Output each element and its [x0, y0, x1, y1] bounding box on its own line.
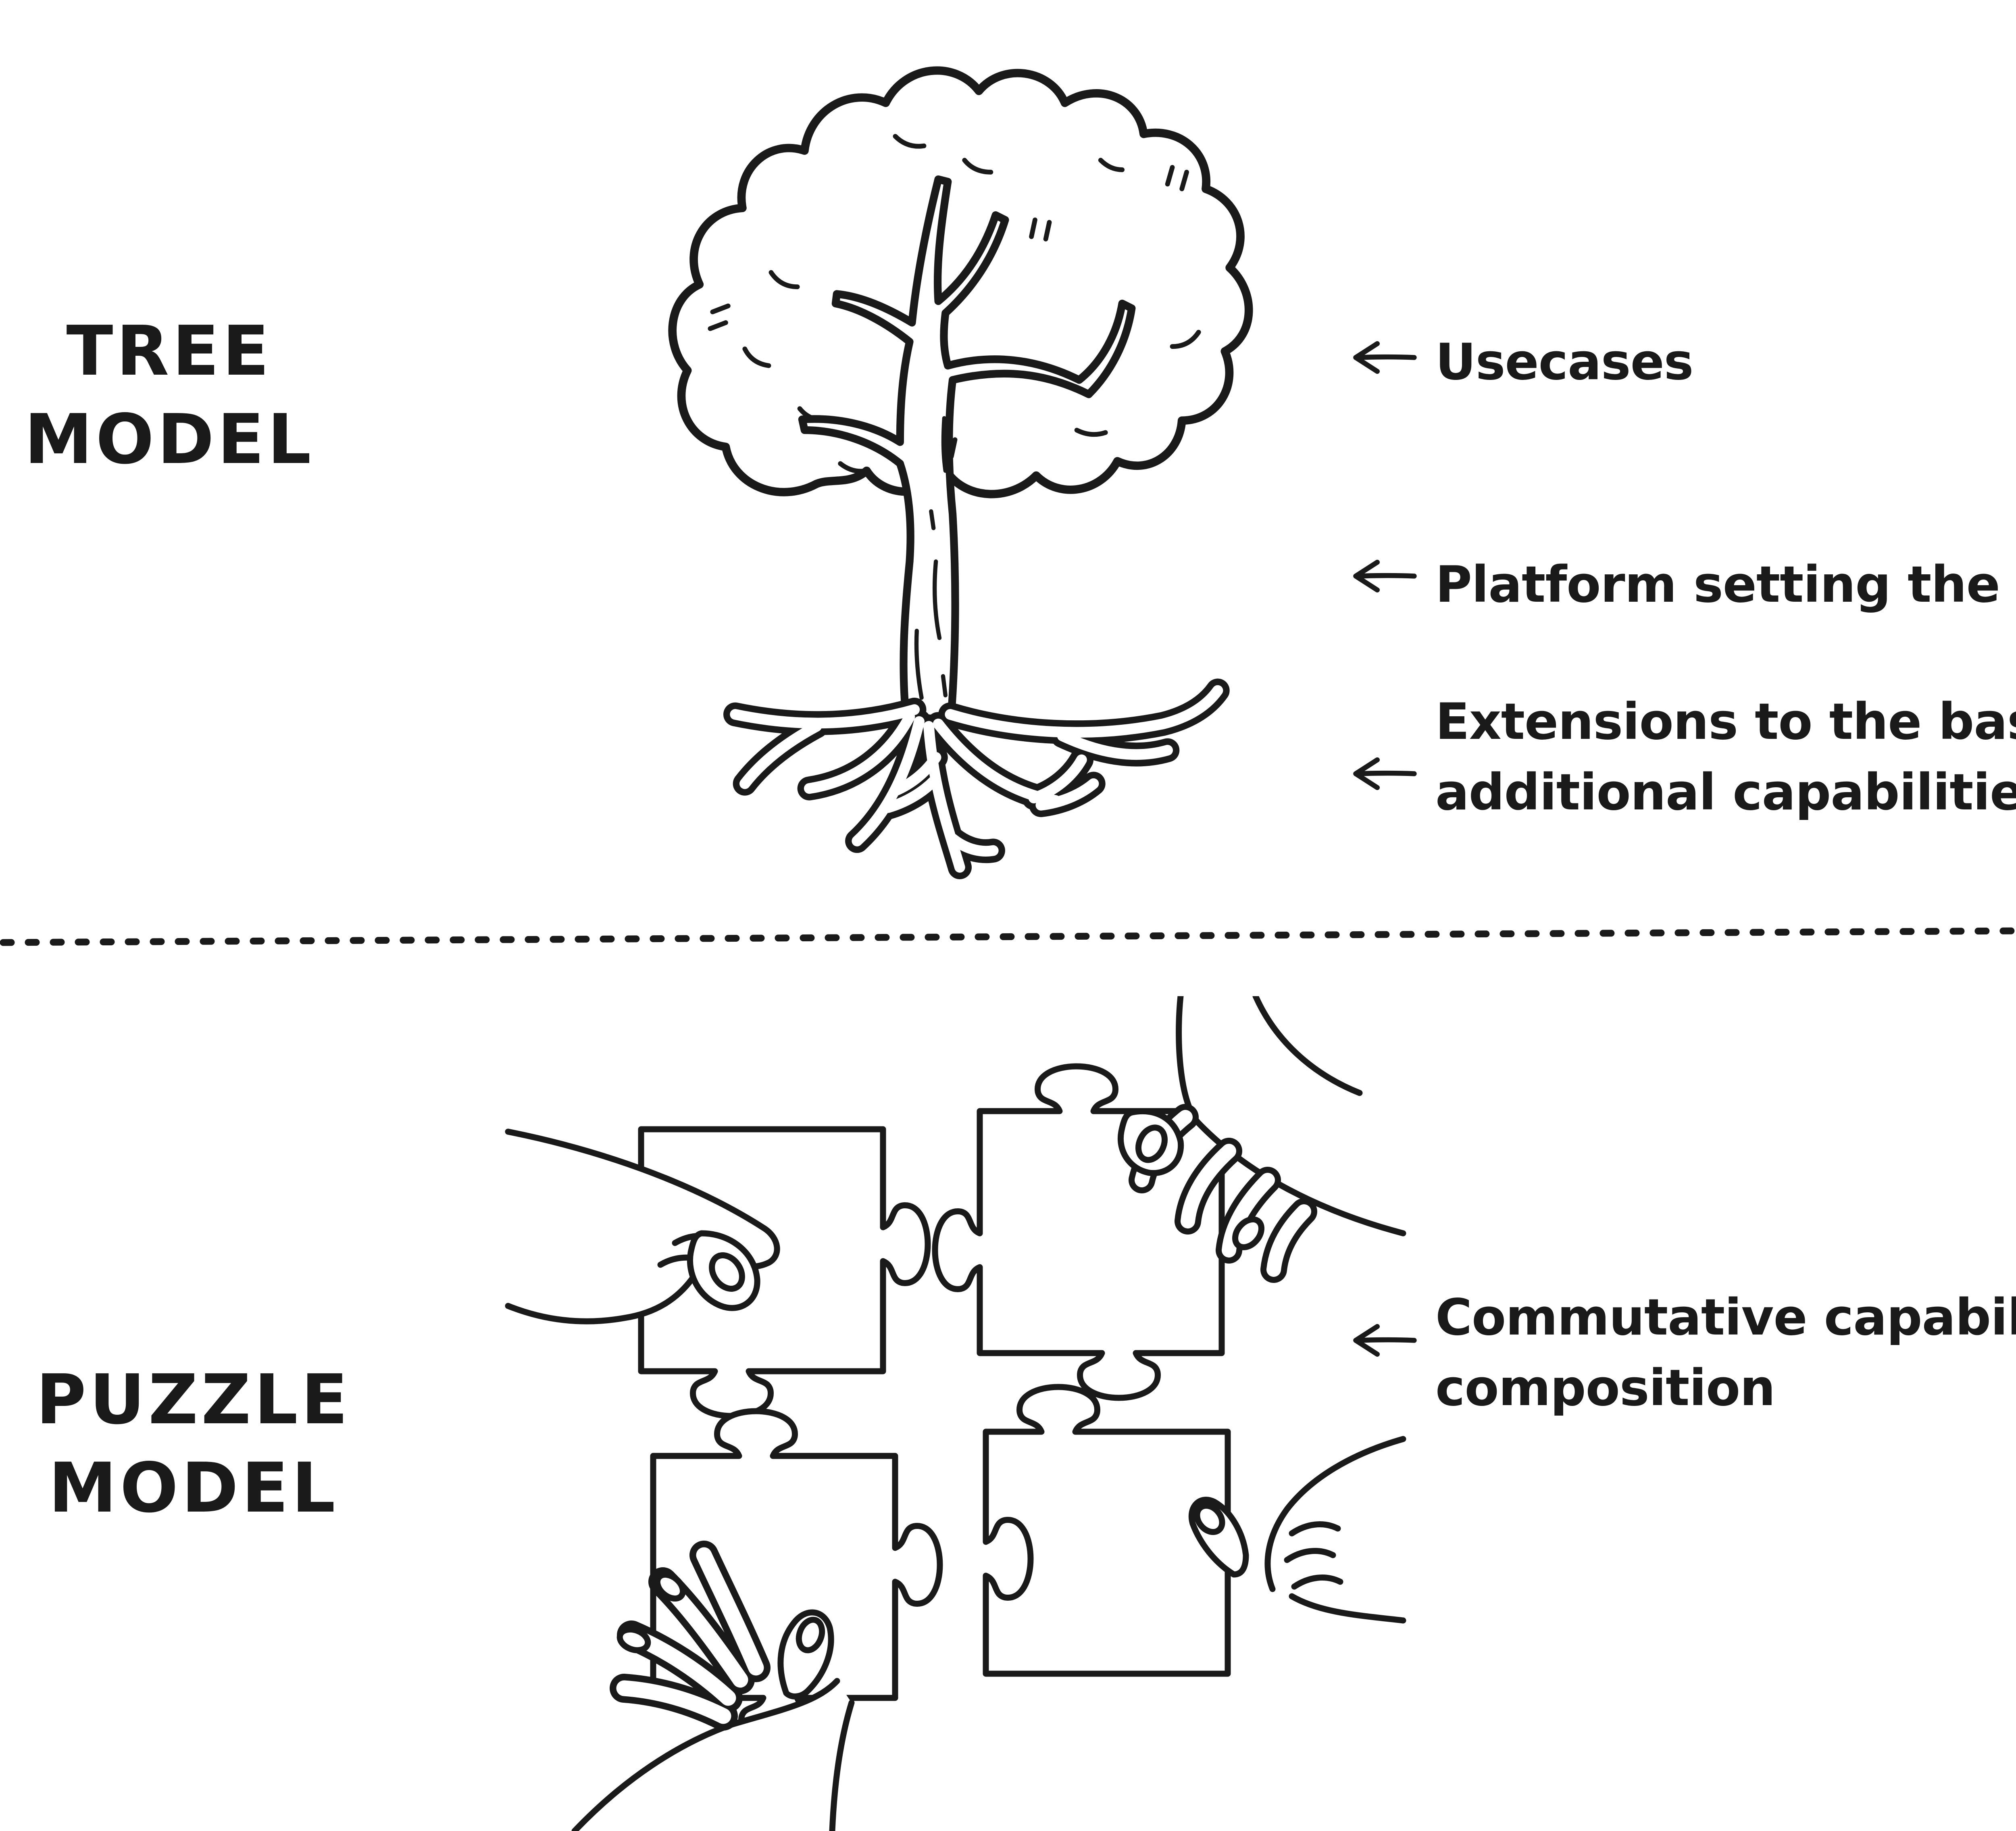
annotation-commutative-line2: composition	[1435, 1359, 1775, 1417]
roots-core	[730, 685, 1223, 873]
annotation-extensions-line1: Extensions to the base providing	[1435, 693, 2016, 751]
puzzle-hands-illustration	[505, 996, 1406, 1831]
tree-illustration	[668, 66, 1253, 880]
annotation-extensions-line2: additional capabilities	[1435, 763, 2016, 822]
bark-detail-marks	[914, 416, 948, 700]
left-arrow-icon	[1353, 341, 1417, 374]
left-arrow-icon	[1353, 757, 1417, 790]
tree-model-title-line2: MODEL	[24, 400, 314, 480]
annotation-commutative: Commutative capability composition	[1435, 1283, 2016, 1424]
hand-top-left	[505, 1128, 780, 1324]
hand-bottom-left	[571, 1541, 855, 1831]
finger-nail	[1232, 1216, 1264, 1251]
tree-model-title: TREE MODEL	[12, 307, 327, 484]
left-arrow-icon	[1353, 559, 1417, 593]
tree-model-title-line1: TREE	[66, 311, 273, 391]
thumb-nail	[709, 1252, 745, 1292]
hand-top-right	[1118, 996, 1406, 1283]
puzzle-model-title: PUZZLE MODEL	[20, 1356, 367, 1533]
annotation-platform: Platform setting the base	[1435, 556, 2016, 614]
crown-detail-marks	[708, 134, 1201, 474]
puzzle-model-title-line1: PUZZLE	[36, 1360, 351, 1440]
finger-nail	[616, 1626, 651, 1654]
thumb-nail	[1194, 1502, 1225, 1535]
dashed-divider	[0, 927, 2016, 946]
annotation-extensions: Extensions to the base providing additio…	[1435, 687, 2016, 828]
finger-nail	[654, 1571, 686, 1602]
hand-bottom-right	[1188, 1436, 1406, 1624]
thumb-nail	[1135, 1124, 1168, 1163]
puzzle-model-title-line2: MODEL	[48, 1448, 339, 1529]
annotation-usecases: Usecases	[1435, 333, 1693, 391]
left-arrow-icon	[1353, 1324, 1417, 1357]
annotation-commutative-line1: Commutative capability	[1435, 1289, 2016, 1347]
thumb-nail	[796, 1616, 825, 1654]
